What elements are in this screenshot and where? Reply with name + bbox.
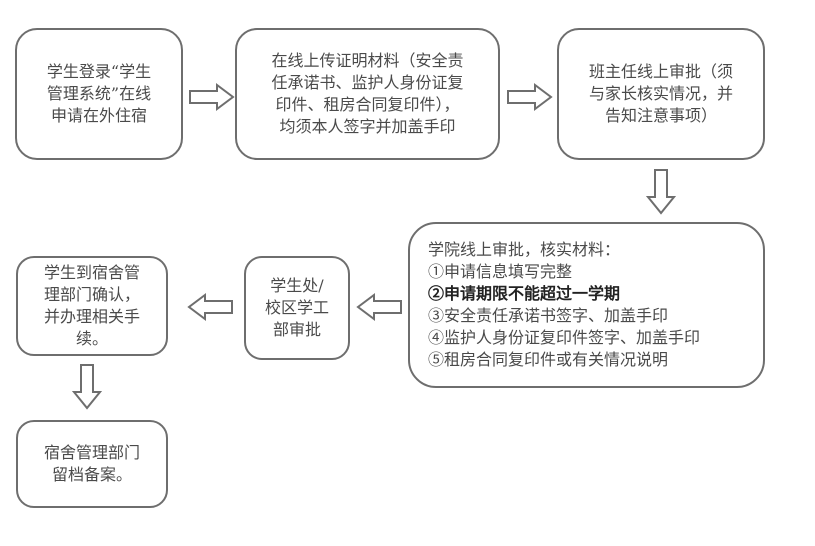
node-office: 学生处/ 校区学工 部审批: [244, 256, 350, 360]
node-college: 学院线上审批，核实材料： ①申请信息填写完整 ②申请期限不能超过一学期 ③安全责…: [408, 222, 765, 388]
node-office-line: 学生处/: [270, 276, 324, 295]
node-dorm-confirm-line: 续。: [75, 329, 108, 348]
node-archive-line: 留档备案。: [51, 465, 132, 484]
node-upload-line: 印件、租房合同复印件），: [275, 95, 460, 114]
node-upload: 在线上传证明材料（安全责 任承诺书、监护人身份证复 印件、租房合同复印件）， 均…: [235, 28, 500, 160]
node-college-title: 学院线上审批，核实材料：: [428, 240, 621, 259]
node-college-item: ③安全责任承诺书签字、加盖手印: [428, 306, 669, 325]
arrow-right-icon: [189, 83, 235, 111]
node-teacher-line: 与家长核实情况，并: [588, 84, 733, 103]
node-upload-line: 任承诺书、监护人身份证复: [271, 73, 464, 92]
node-teacher: 班主任线上审批（须 与家长核实情况，并 告知注意事项）: [557, 28, 765, 160]
node-college-item: ⑤租房合同复印件或有关情况说明: [428, 350, 669, 369]
node-dorm-confirm-line: 理部门确认，: [43, 285, 140, 304]
arrow-down-icon: [71, 364, 103, 410]
node-college-item: ④监护人身份证复印件签字、加盖手印: [428, 328, 701, 347]
node-office-line: 部审批: [272, 320, 321, 339]
node-dorm-confirm: 学生到宿舍管 理部门确认， 并办理相关手 续。: [16, 256, 168, 356]
arrow-right-icon: [507, 83, 553, 111]
node-upload-line: 均须本人签字并加盖手印: [279, 117, 456, 136]
node-login-line: 学生登录“学生: [46, 62, 152, 81]
node-office-line: 校区学工: [264, 298, 329, 317]
node-dorm-confirm-line: 学生到宿舍管: [43, 263, 140, 282]
node-login-line: 管理系统”在线: [46, 84, 152, 103]
node-login: 学生登录“学生 管理系统”在线 申请在外住宿: [15, 28, 183, 160]
node-teacher-line: 告知注意事项）: [604, 106, 717, 125]
arrow-left-icon: [187, 293, 233, 321]
node-teacher-line: 班主任线上审批（须: [588, 62, 733, 81]
node-college-item: ①申请信息填写完整: [428, 262, 573, 281]
node-upload-line: 在线上传证明材料（安全责: [271, 51, 464, 70]
node-archive-line: 宿舍管理部门: [43, 443, 140, 462]
node-archive: 宿舍管理部门 留档备案。: [16, 420, 168, 508]
node-dorm-confirm-line: 并办理相关手: [43, 307, 140, 326]
node-login-line: 申请在外住宿: [50, 106, 147, 125]
node-college-item-emphasis: ②申请期限不能超过一学期: [428, 284, 621, 303]
arrow-left-icon: [356, 293, 402, 321]
arrow-down-icon: [645, 169, 677, 215]
